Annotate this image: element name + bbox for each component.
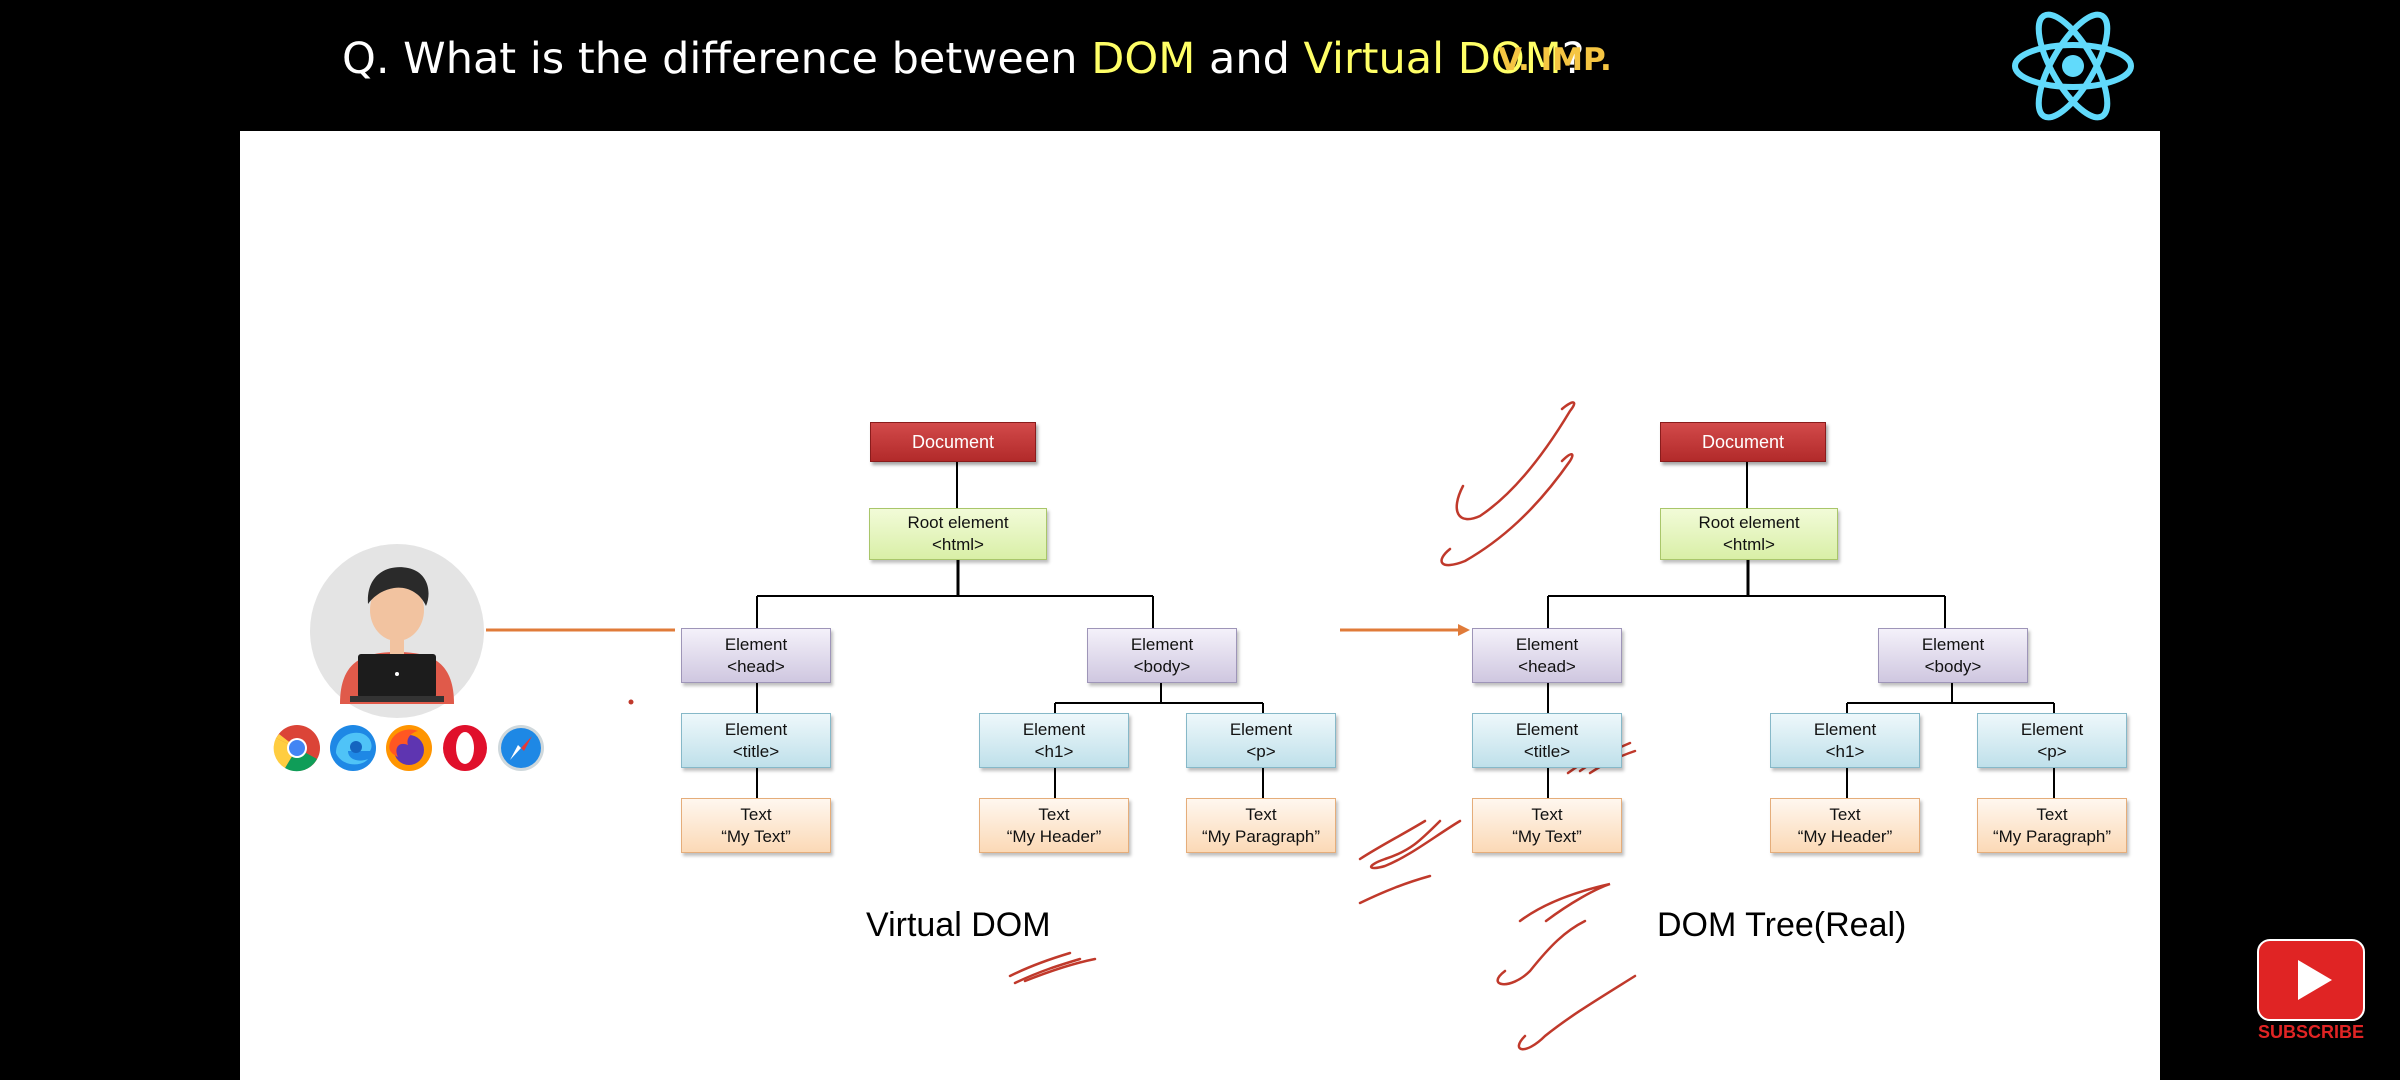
subscribe-button[interactable]: SUBSCRIBE — [2256, 938, 2366, 1048]
question-prefix: Q. What is the difference between — [342, 34, 1092, 84]
vdom-h1-node: Element<h1> — [979, 713, 1129, 768]
real-root-node: Root element<html> — [1660, 508, 1838, 560]
real-h1-node: Element<h1> — [1770, 713, 1920, 768]
developer-avatar-icon — [310, 544, 484, 718]
react-logo-icon — [2012, 11, 2134, 121]
vdom-p-node: Element<p> — [1186, 713, 1336, 768]
edge-icon — [330, 725, 376, 771]
real-head-node: Element<head> — [1472, 628, 1622, 683]
real-body-node: Element<body> — [1878, 628, 2028, 683]
term-virtual-dom: Virtual DOM — [1303, 34, 1562, 84]
virtual-dom-label: Virtual DOM — [866, 906, 1051, 944]
question-title: Q. What is the difference between DOM an… — [342, 34, 1585, 84]
term-dom: DOM — [1091, 34, 1196, 84]
vdom-text-h1-node: Text“My Header” — [979, 798, 1129, 853]
real-text-p-node: Text“My Paragraph” — [1977, 798, 2127, 853]
flow-arrows — [486, 624, 1470, 705]
real-dom-connectors — [1547, 461, 2055, 798]
real-document-node: Document — [1660, 422, 1826, 462]
question-suffix: ? — [1561, 34, 1585, 84]
importance-badge: V. IMP. — [1498, 42, 1612, 78]
header-bar: Q. What is the difference between DOM an… — [0, 0, 2400, 131]
virtual-dom-connectors — [756, 461, 1264, 798]
chrome-icon — [273, 725, 320, 772]
real-text-h1-node: Text“My Header” — [1770, 798, 1920, 853]
vdom-body-node: Element<body> — [1087, 628, 1237, 683]
safari-icon — [498, 725, 544, 771]
slide-canvas: Document Root element<html> Element<head… — [240, 131, 2160, 1080]
subscribe-label: SUBSCRIBE — [2257, 1022, 2364, 1042]
vdom-text-title-node: Text“My Text” — [681, 798, 831, 853]
real-dom-label: DOM Tree(Real) — [1657, 906, 1907, 944]
real-text-title-node: Text“My Text” — [1472, 798, 1622, 853]
real-p-node: Element<p> — [1977, 713, 2127, 768]
firefox-icon — [386, 725, 432, 771]
vdom-document-node: Document — [870, 422, 1036, 462]
question-joiner: and — [1195, 34, 1304, 84]
vdom-text-p-node: Text“My Paragraph” — [1186, 798, 1336, 853]
vdom-title-node: Element<title> — [681, 713, 831, 768]
vdom-head-node: Element<head> — [681, 628, 831, 683]
vdom-root-node: Root element<html> — [869, 508, 1047, 560]
opera-icon — [443, 725, 487, 771]
real-title-node: Element<title> — [1472, 713, 1622, 768]
youtube-play-icon — [2257, 939, 2365, 1021]
